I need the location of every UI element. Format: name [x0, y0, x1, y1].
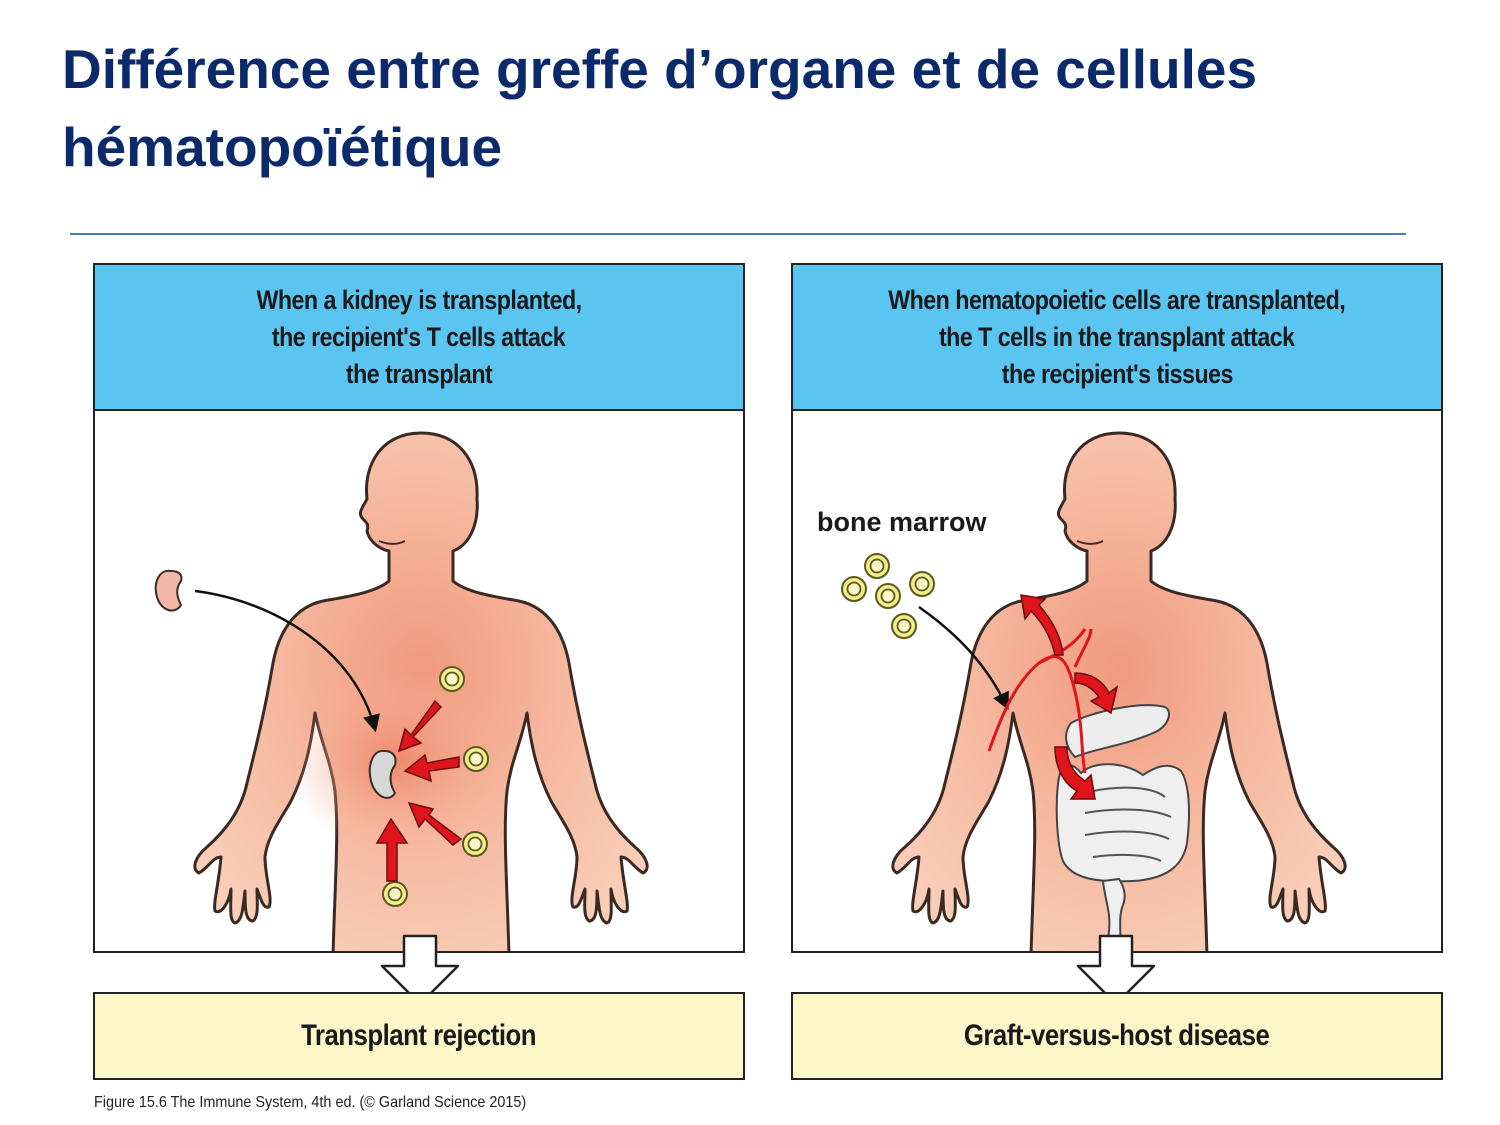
kidney-transplant-illustration [154, 411, 743, 951]
blood-vessel-icon [987, 655, 1087, 774]
attack-arrow-4 [375, 817, 409, 882]
kidney-header-line-2: the recipient's T cells attack [272, 321, 566, 352]
gvhd-outcome: Graft-versus-host disease [791, 992, 1443, 1080]
title-divider [70, 233, 1406, 235]
hematopoietic-header-line-1: When hematopoietic cells are transplante… [888, 284, 1346, 315]
hematopoietic-transplant-panel: When hematopoietic cells are transplante… [791, 263, 1443, 953]
kidney-icon [154, 569, 183, 612]
title-line-2: hématopoïétique [62, 116, 503, 178]
attack-arrow-1 [397, 699, 443, 753]
transplant-rejection-label: Transplant rejection [301, 1019, 537, 1052]
hematopoietic-transplant-illustration: bone marrow [817, 411, 1441, 951]
kidney-panel-header: When a kidney is transplanted, the recip… [95, 265, 743, 411]
transplant-rejection-outcome: Transplant rejection [93, 992, 745, 1080]
attack-arrow-liver [1074, 672, 1119, 715]
t-cell-icon [891, 613, 917, 639]
gvhd-label: Graft-versus-host disease [964, 1019, 1270, 1052]
t-cell-icon [462, 831, 488, 857]
t-cell-icon [875, 583, 901, 609]
t-cell-icon [439, 666, 465, 692]
transplant-path-arrow [194, 589, 380, 733]
hematopoietic-header-line-2: the T cells in the transplant attack [939, 321, 1295, 352]
figure-caption: Figure 15.6 The Immune System, 4th ed. (… [94, 1094, 527, 1111]
bone-marrow-label: bone marrow [817, 507, 988, 537]
attack-arrow-gut [1054, 746, 1096, 800]
t-cell-icon [909, 571, 935, 597]
attack-arrow-skin [1020, 594, 1064, 656]
t-cell-icon [463, 746, 489, 772]
attack-arrow-3 [407, 801, 463, 846]
kidney-header-line-1: When a kidney is transplanted, [256, 284, 582, 315]
transplanted-kidney-icon [368, 749, 397, 799]
slide-title: Différence entre greffe d’organe et de c… [62, 30, 1442, 186]
attack-arrow-2 [403, 753, 460, 783]
t-cell-icon [864, 553, 890, 579]
t-cell-icon [382, 881, 408, 907]
down-arrow-icon [380, 934, 460, 1006]
liver-icon [1065, 704, 1170, 759]
kidney-transplant-panel: When a kidney is transplanted, the recip… [93, 263, 745, 953]
title-line-1: Différence entre greffe d’organe et de c… [62, 38, 1258, 100]
hematopoietic-panel-header: When hematopoietic cells are transplante… [793, 265, 1441, 411]
down-arrow-icon [1076, 934, 1156, 1006]
infusion-path-arrow [918, 605, 1009, 711]
t-cell-icon [841, 576, 867, 602]
kidney-header-line-3: the transplant [345, 358, 493, 389]
hematopoietic-header-line-3: the recipient's tissues [1001, 358, 1233, 389]
